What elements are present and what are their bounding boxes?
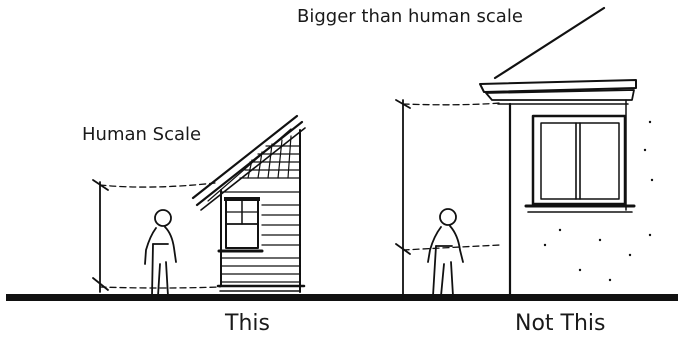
- ground-line: [6, 294, 678, 301]
- this-caption: This: [225, 311, 270, 336]
- human-figure-right: [428, 209, 463, 296]
- human-scale-label: Human Scale: [82, 124, 201, 145]
- human-scale-house: [193, 116, 305, 292]
- large-scale-dimension: [396, 100, 500, 300]
- human-scale-dimension: [93, 180, 220, 292]
- bigger-than-human-scale-label: Bigger than human scale: [297, 6, 523, 27]
- large-scale-building: [480, 8, 653, 294]
- not-this-caption: Not This: [515, 311, 606, 336]
- human-figure-left: [145, 210, 176, 296]
